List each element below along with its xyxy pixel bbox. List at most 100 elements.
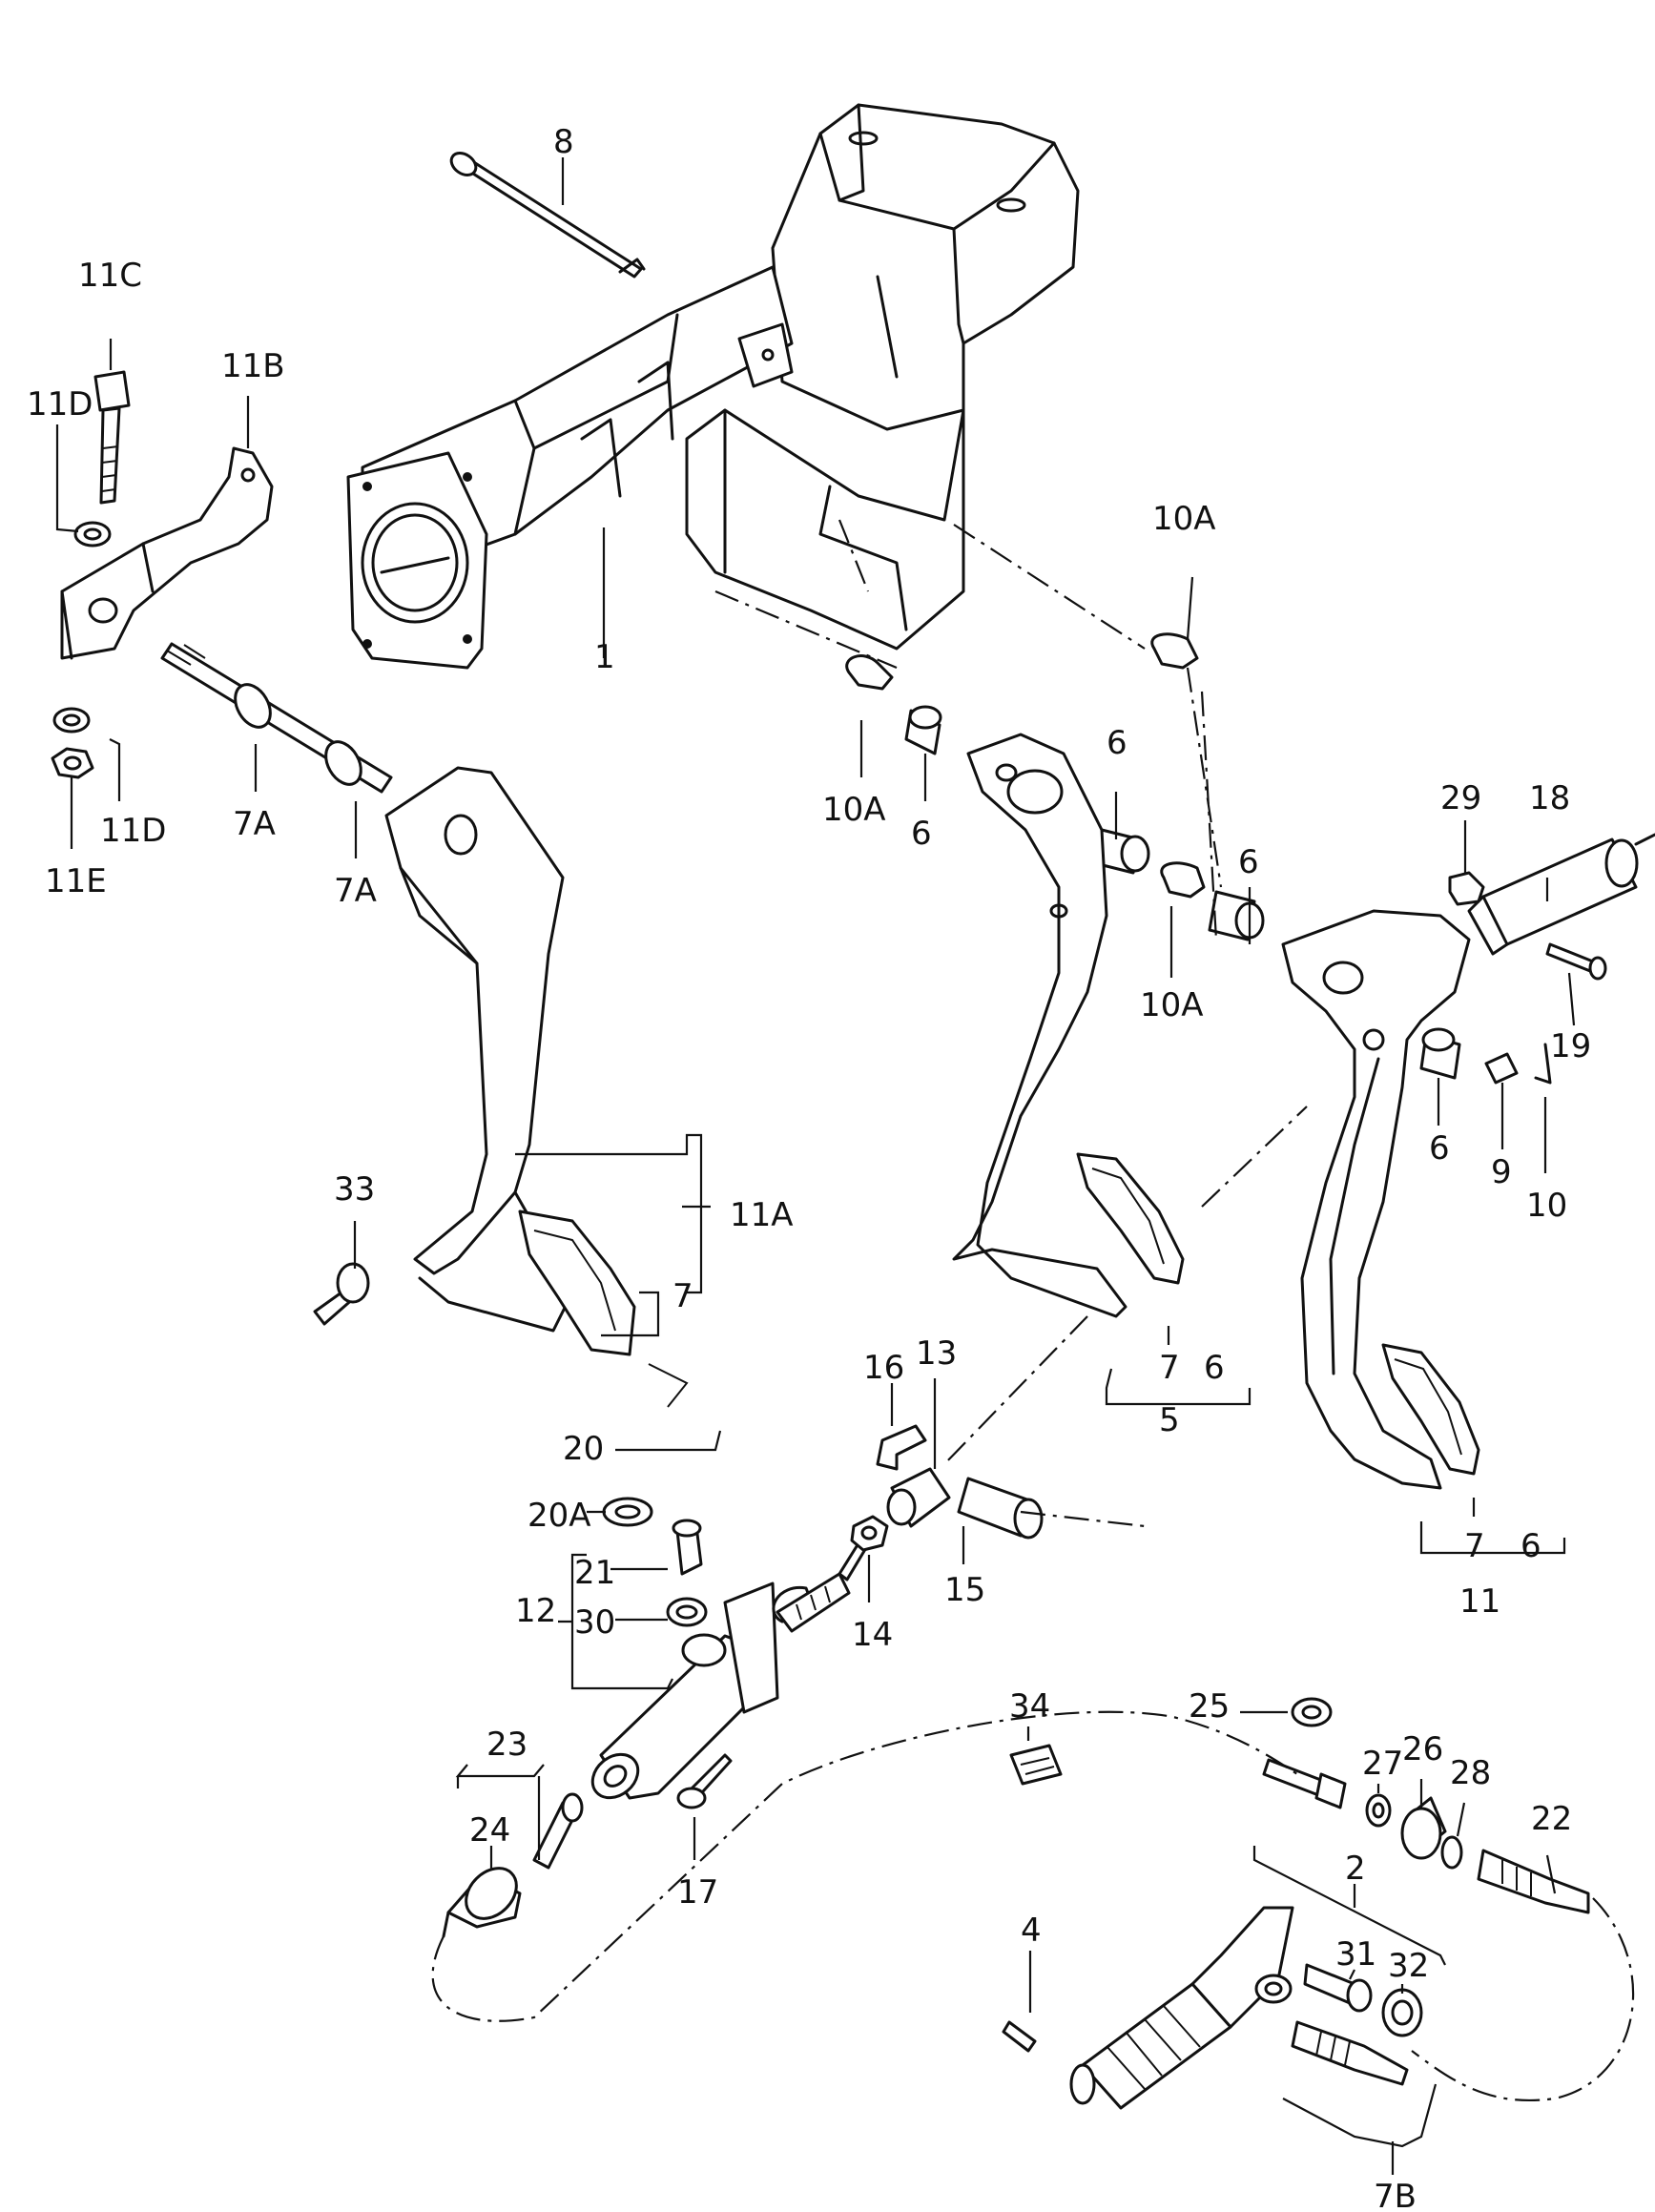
retaining-clip-10a-a <box>845 654 894 691</box>
label-17: 17 <box>677 1873 718 1912</box>
label-7a-lower: 7A <box>334 872 377 910</box>
label-28: 28 <box>1450 1754 1491 1792</box>
label-9: 9 <box>1491 1153 1512 1191</box>
label-20a: 20A <box>528 1497 591 1535</box>
pivot-bolt-8 <box>449 152 646 279</box>
label-7-right: 7 <box>1464 1527 1485 1565</box>
grommet-25 <box>1291 1697 1333 1727</box>
bushing-6-a <box>904 705 942 755</box>
label-27: 27 <box>1362 1745 1403 1783</box>
fitting-7b <box>1291 2020 1409 2086</box>
pedal-shaft-7a <box>160 642 393 794</box>
label-1: 1 <box>594 638 615 676</box>
label-30: 30 <box>574 1603 615 1642</box>
label-11d-upper: 11D <box>27 385 93 424</box>
retaining-clip-10a-c <box>1160 861 1206 899</box>
connector-21 <box>672 1519 703 1576</box>
clip-16 <box>876 1424 927 1471</box>
seal-30 <box>666 1597 708 1627</box>
label-5: 5 <box>1159 1401 1180 1439</box>
bushing-6-e <box>1419 1027 1461 1080</box>
pin-19 <box>1545 942 1607 981</box>
label-11c: 11C <box>78 257 142 295</box>
label-29: 29 <box>1440 779 1481 817</box>
label-10a-left: 10A <box>822 791 886 829</box>
accelerator-pedal-11 <box>1281 909 1471 1490</box>
label-6-middle: 6 <box>1204 1349 1225 1387</box>
bolt-33 <box>313 1262 370 1326</box>
label-11e: 11E <box>45 862 107 900</box>
label-19: 19 <box>1550 1027 1591 1065</box>
label-25: 25 <box>1189 1687 1230 1726</box>
label-11b: 11B <box>221 347 285 385</box>
hose-end-24 <box>442 1792 584 1938</box>
label-8: 8 <box>553 123 574 161</box>
label-7a-upper: 7A <box>233 805 276 843</box>
pedal-pad-7-right <box>1381 1343 1480 1476</box>
label-26: 26 <box>1402 1730 1443 1768</box>
pin-4 <box>1002 2020 1037 2053</box>
retaining-clip-10a-b <box>1150 632 1199 670</box>
label-31: 31 <box>1335 1935 1376 1974</box>
bushing-26 <box>1400 1796 1447 1860</box>
grommet-20a <box>602 1497 653 1527</box>
label-7-middle: 7 <box>1159 1349 1180 1387</box>
label-11: 11 <box>1459 1582 1500 1621</box>
label-4: 4 <box>1021 1912 1042 1950</box>
fitting-22 <box>1477 1849 1590 1914</box>
label-10a-mid: 10A <box>1140 986 1204 1024</box>
label-10a-top: 10A <box>1152 500 1216 538</box>
label-10: 10 <box>1526 1187 1567 1225</box>
bolt-17 <box>676 1753 733 1809</box>
label-12: 12 <box>515 1592 556 1630</box>
label-34: 34 <box>1009 1687 1050 1726</box>
pedal-pad-7-middle <box>1076 1152 1185 1285</box>
label-6-right-pedal: 6 <box>1521 1527 1541 1565</box>
clutch-master-cylinder-12 <box>590 1572 851 1800</box>
brake-pedal-5 <box>952 733 1127 1318</box>
slave-cylinder-2 <box>1069 1906 1294 2110</box>
label-32: 32 <box>1388 1947 1429 1985</box>
label-21: 21 <box>574 1554 615 1592</box>
spring-10 <box>1534 1043 1552 1085</box>
sleeve-34 <box>1009 1744 1063 1786</box>
label-6-lower: 6 <box>1429 1129 1450 1168</box>
cap-32 <box>1381 1988 1423 2037</box>
label-6-mid: 6 <box>1107 724 1127 762</box>
spring-clip-9 <box>1484 1052 1519 1085</box>
label-16: 16 <box>863 1349 904 1387</box>
clevis-13 <box>886 1467 951 1528</box>
bushing-6-d <box>1208 890 1265 941</box>
washer-27 <box>1365 1793 1392 1828</box>
pin-15 <box>957 1477 1044 1540</box>
label-18: 18 <box>1529 779 1570 817</box>
washer-11d-upper <box>73 521 112 548</box>
label-2: 2 <box>1345 1850 1366 1888</box>
pedal-pad-7-left <box>518 1209 636 1356</box>
nut-14 <box>850 1515 889 1552</box>
support-bracket-11b <box>60 446 274 660</box>
washer-11d-lower <box>52 707 91 734</box>
label-14: 14 <box>852 1616 893 1654</box>
label-11a: 11A <box>730 1196 794 1234</box>
o-ring-28 <box>1440 1835 1463 1870</box>
nut-11e <box>51 747 94 779</box>
label-6-right: 6 <box>1238 843 1259 881</box>
label-20: 20 <box>563 1430 604 1468</box>
pedal-bracket-housing <box>346 103 1080 670</box>
bolt-11c <box>93 370 131 505</box>
label-7b: 7B <box>1374 2178 1417 2207</box>
label-23: 23 <box>486 1726 528 1764</box>
hose-20 <box>640 1354 755 1530</box>
clip-29 <box>1448 871 1485 906</box>
label-11d-lower: 11D <box>100 812 166 850</box>
label-15: 15 <box>944 1571 985 1609</box>
leader-lines <box>55 157 1576 2175</box>
bleed-valve-31 <box>1303 1963 1373 2013</box>
label-24: 24 <box>469 1811 510 1850</box>
label-7-left: 7 <box>672 1277 693 1315</box>
label-6-left: 6 <box>911 815 932 853</box>
label-33: 33 <box>334 1170 375 1209</box>
